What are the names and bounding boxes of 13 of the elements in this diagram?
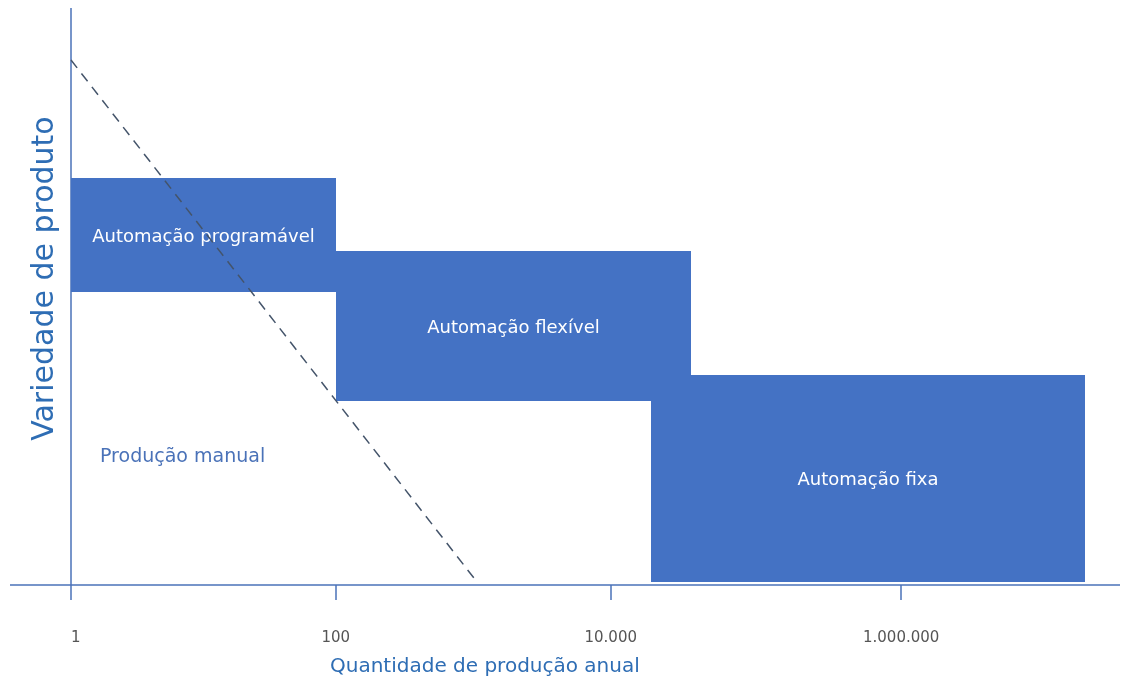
tick-label: 1: [71, 628, 81, 646]
axis-title: Quantidade de produção anual: [330, 653, 640, 677]
tick-label: 10.000: [584, 628, 637, 646]
region-label: Produção manual: [100, 444, 266, 466]
tick-label: 100: [321, 628, 351, 646]
axis-title: Variedade de produto: [24, 115, 60, 441]
region-label: Automação fixa: [797, 468, 939, 489]
region-label: Automação programável: [92, 224, 315, 246]
region-box: [71, 178, 336, 292]
region-box: [336, 251, 691, 401]
region-box: [651, 375, 1085, 582]
region-label: Automação flexível: [427, 315, 600, 337]
tick-label: 1.000.000: [863, 628, 940, 646]
